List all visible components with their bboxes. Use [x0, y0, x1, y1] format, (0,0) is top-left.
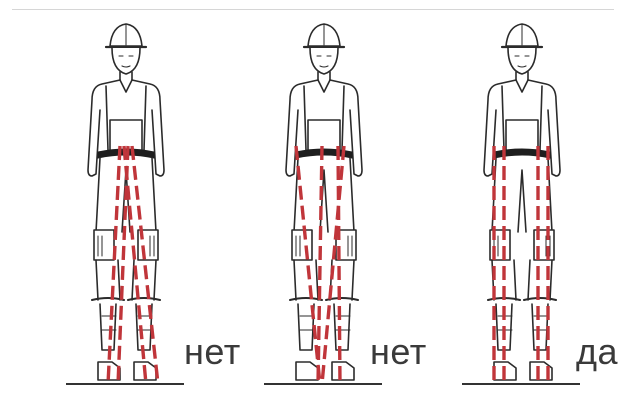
guide-line-3 [318, 146, 322, 384]
shin-straps [300, 316, 350, 330]
worker-figure [62, 0, 202, 402]
knee-joints [290, 298, 358, 300]
collar [120, 80, 132, 92]
trousers-upper [492, 158, 552, 232]
guide-line-4 [338, 146, 340, 384]
lower-legs [492, 260, 552, 300]
left-thigh-brace [292, 230, 312, 260]
knee-joints [488, 298, 556, 300]
trousers-upper [294, 158, 354, 232]
shin-braces [100, 304, 152, 350]
figure-panel-incorrect-inward [62, 0, 202, 402]
overall-bib [304, 86, 344, 150]
verdict-label-2: нет [370, 334, 427, 370]
head [112, 48, 140, 74]
verdict-label-1: нет [184, 334, 241, 370]
worker-body [286, 24, 362, 380]
guide-line-4 [132, 146, 158, 384]
guide-line-2 [118, 146, 128, 384]
collar [516, 80, 528, 92]
verdict-label-3: да [576, 334, 618, 370]
boots [296, 362, 354, 380]
left-thigh-brace [94, 230, 114, 260]
shin-braces [298, 304, 350, 350]
lower-legs [294, 260, 354, 300]
head [508, 48, 536, 74]
collar [318, 80, 330, 92]
head [310, 48, 338, 74]
alignment-guides [296, 146, 344, 384]
overall-bib [502, 86, 542, 150]
overall-bib [106, 86, 146, 150]
